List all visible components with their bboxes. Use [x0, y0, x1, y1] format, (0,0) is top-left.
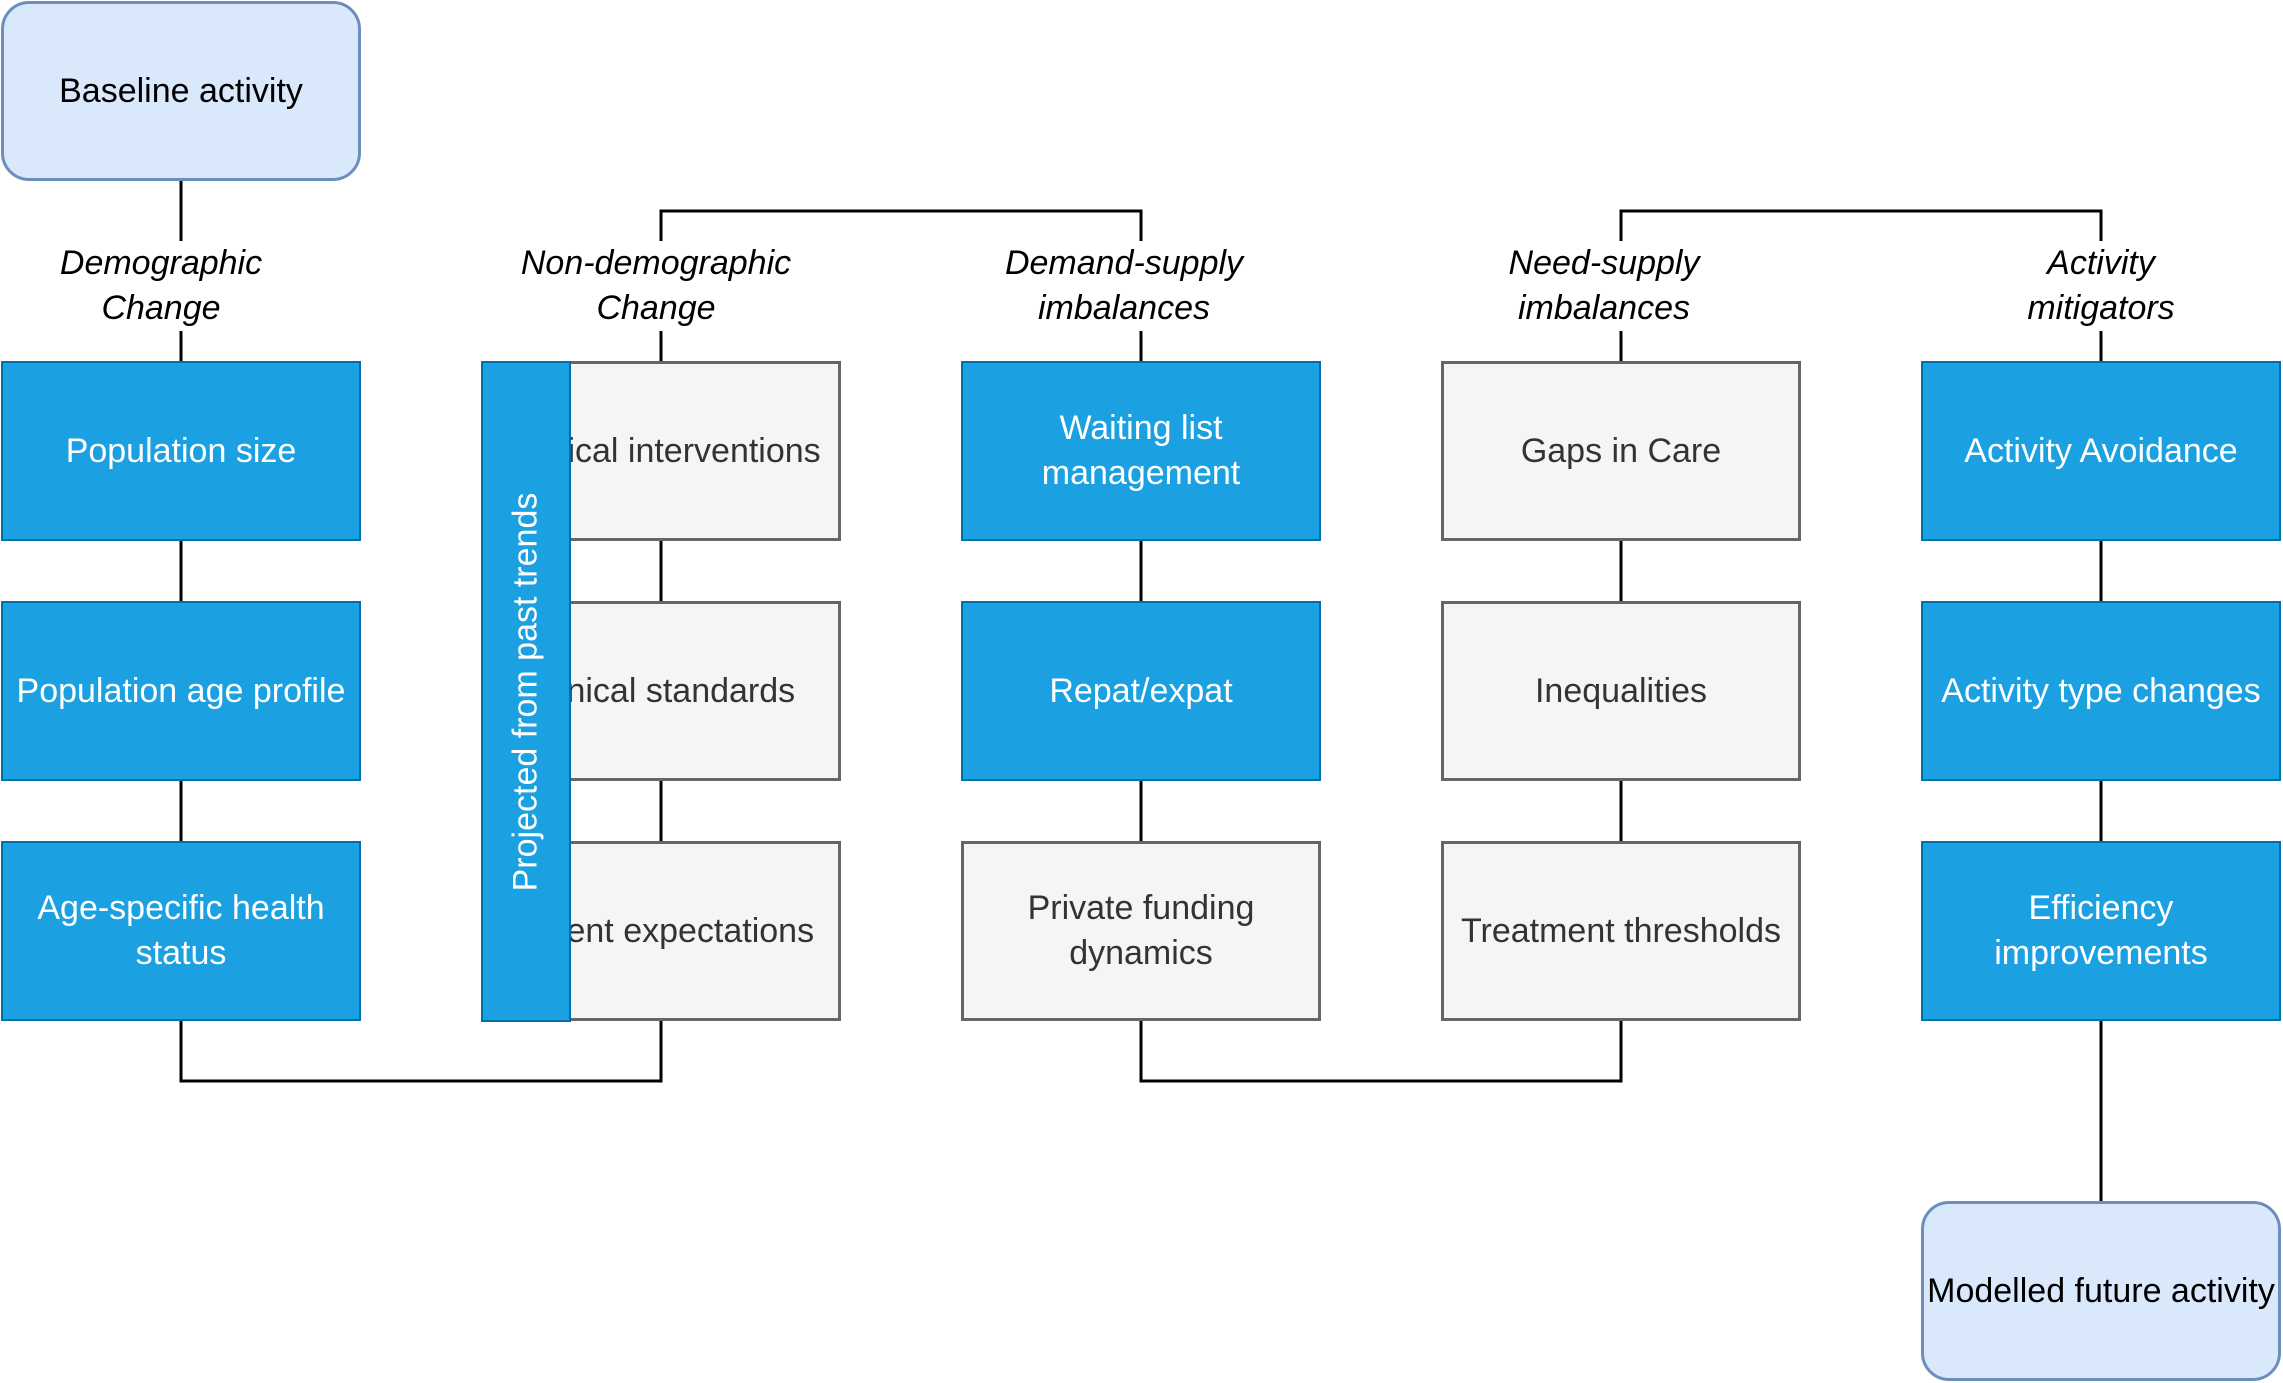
node-age-specific-health-status: Age-specific health status — [1, 841, 361, 1021]
node-private-funding-dynamics: Private funding dynamics — [961, 841, 1321, 1021]
node-inequalities: Inequalities — [1441, 601, 1801, 781]
node-population-age-profile: Population age profile — [1, 601, 361, 781]
node-efficiency-improvements: Efficiency improvements — [1921, 841, 2281, 1021]
node-waiting-list-management: Waiting list management — [961, 361, 1321, 541]
connector-demographic-to-non-demographic — [179, 1021, 663, 1083]
modelled-future-activity-node: Modelled future activity — [1921, 1201, 2281, 1381]
node-activity-type-changes: Activity type changes — [1921, 601, 2281, 781]
connector-demand-supply-to-need-supply — [1139, 1021, 1623, 1083]
node-treatment-thresholds: Treatment thresholds — [1441, 841, 1801, 1021]
node-repat-expat: Repat/expat — [961, 601, 1321, 781]
node-gaps-in-care: Gaps in Care — [1441, 361, 1801, 541]
projected-from-past-trends-overlay: Projected from past trends — [481, 361, 571, 1022]
node-activity-avoidance: Activity Avoidance — [1921, 361, 2281, 541]
node-population-size: Population size — [1, 361, 361, 541]
projected-overlay-label: Projected from past trends — [506, 492, 545, 891]
baseline-activity-node: Baseline activity — [1, 1, 361, 181]
